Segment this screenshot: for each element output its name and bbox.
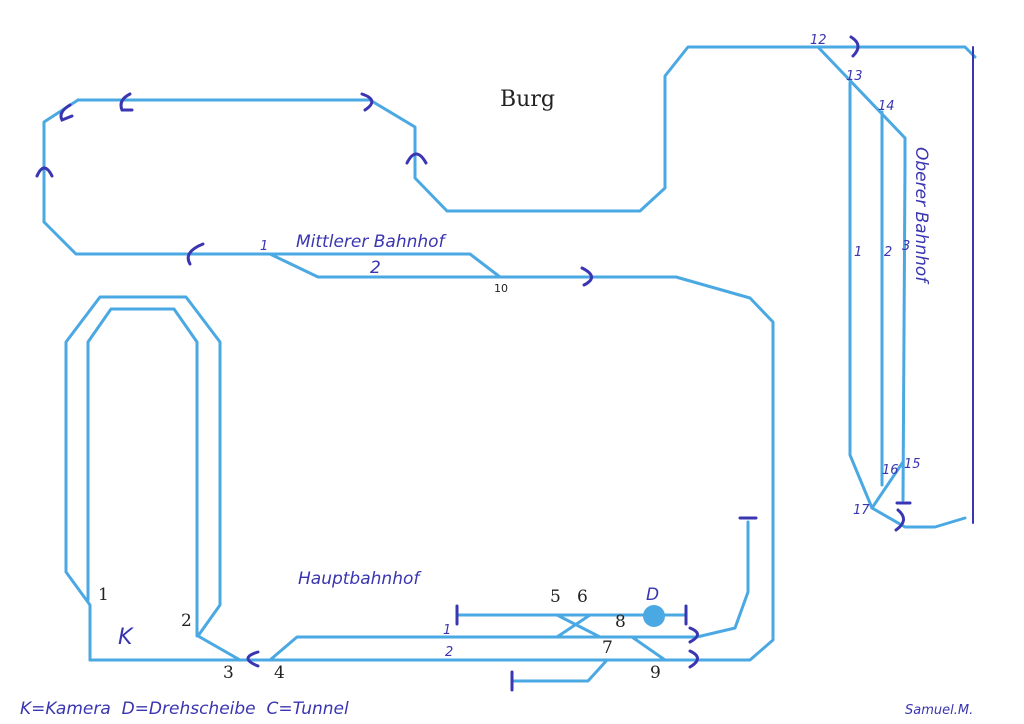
tunnel-icon (849, 35, 860, 58)
switch-4-label: 4 (274, 663, 285, 683)
turntable-label: D (646, 585, 659, 605)
switch-7-label: 7 (602, 638, 613, 658)
middle-station-label: Mittlerer Bahnhof (296, 232, 448, 252)
track-upper-3 (901, 136, 907, 502)
tunnel-icon (35, 166, 54, 178)
switch-3-label: 3 (223, 663, 234, 683)
track-left-loop-west (42, 98, 502, 279)
tunnel-icon (688, 626, 699, 644)
switch-17-label: 17 (853, 503, 870, 518)
upper-station-label: Oberer Bahnhof (911, 147, 931, 285)
switch-13-label: 13 (846, 69, 863, 84)
switch-1-label: 1 (98, 585, 109, 605)
switch-10-label: 10 (494, 282, 508, 295)
switch-8-label: 8 (615, 612, 626, 632)
tunnel-icon (246, 650, 260, 668)
author-signature: Samuel.M. (905, 703, 973, 718)
switch-2-label: 2 (181, 611, 192, 631)
track-siding-7 (510, 658, 609, 683)
track-oval-outer (64, 295, 242, 662)
switch-12-label: 12 (810, 33, 827, 48)
track-middle-to-east (88, 275, 775, 662)
camera-label: K (118, 625, 134, 650)
tunnel-icon (186, 242, 205, 266)
main-track-1-label: 1 (443, 623, 451, 638)
upper-track-3-label: 3 (902, 239, 910, 254)
track-oval-inner (86, 307, 199, 638)
switch-5-label: 5 (550, 587, 561, 607)
middle-track-1-label: 1 (260, 239, 268, 254)
track-upper-1 (848, 81, 967, 529)
tunnel-icon (119, 92, 134, 112)
switch-5-6-a (555, 613, 602, 639)
tunnel-icon (688, 649, 699, 669)
track-upper-diagonal (816, 45, 907, 140)
upper-track-2-label: 2 (884, 245, 892, 260)
switch-15-17 (870, 460, 905, 510)
switch-16-label: 16 (882, 463, 899, 478)
tunnel-icon (894, 508, 905, 532)
turntable-icon[interactable] (643, 605, 665, 627)
track-main-1 (268, 520, 750, 662)
tunnel-icon (59, 103, 74, 122)
switch-5-6-b (555, 613, 592, 639)
main-track-2-label: 2 (445, 645, 453, 660)
switch-14-label: 14 (878, 99, 895, 114)
legend: K=Kamera D=Drehscheibe C=Tunnel (20, 699, 349, 719)
switch-8-9 (630, 635, 667, 662)
switch-15-label: 15 (904, 457, 921, 472)
tunnel-icon (405, 152, 428, 165)
switch-6-label: 6 (577, 587, 588, 607)
tunnel-icon (360, 92, 374, 112)
upper-track-1-label: 1 (854, 245, 862, 260)
diagram-title: Burg (500, 87, 555, 112)
tunnel-icon (580, 266, 593, 287)
track-upper-left-loop (76, 45, 977, 213)
main-station-label: Hauptbahnhof (298, 569, 422, 589)
switch-9-label: 9 (650, 663, 661, 683)
middle-track-2-label: 2 (370, 258, 381, 278)
